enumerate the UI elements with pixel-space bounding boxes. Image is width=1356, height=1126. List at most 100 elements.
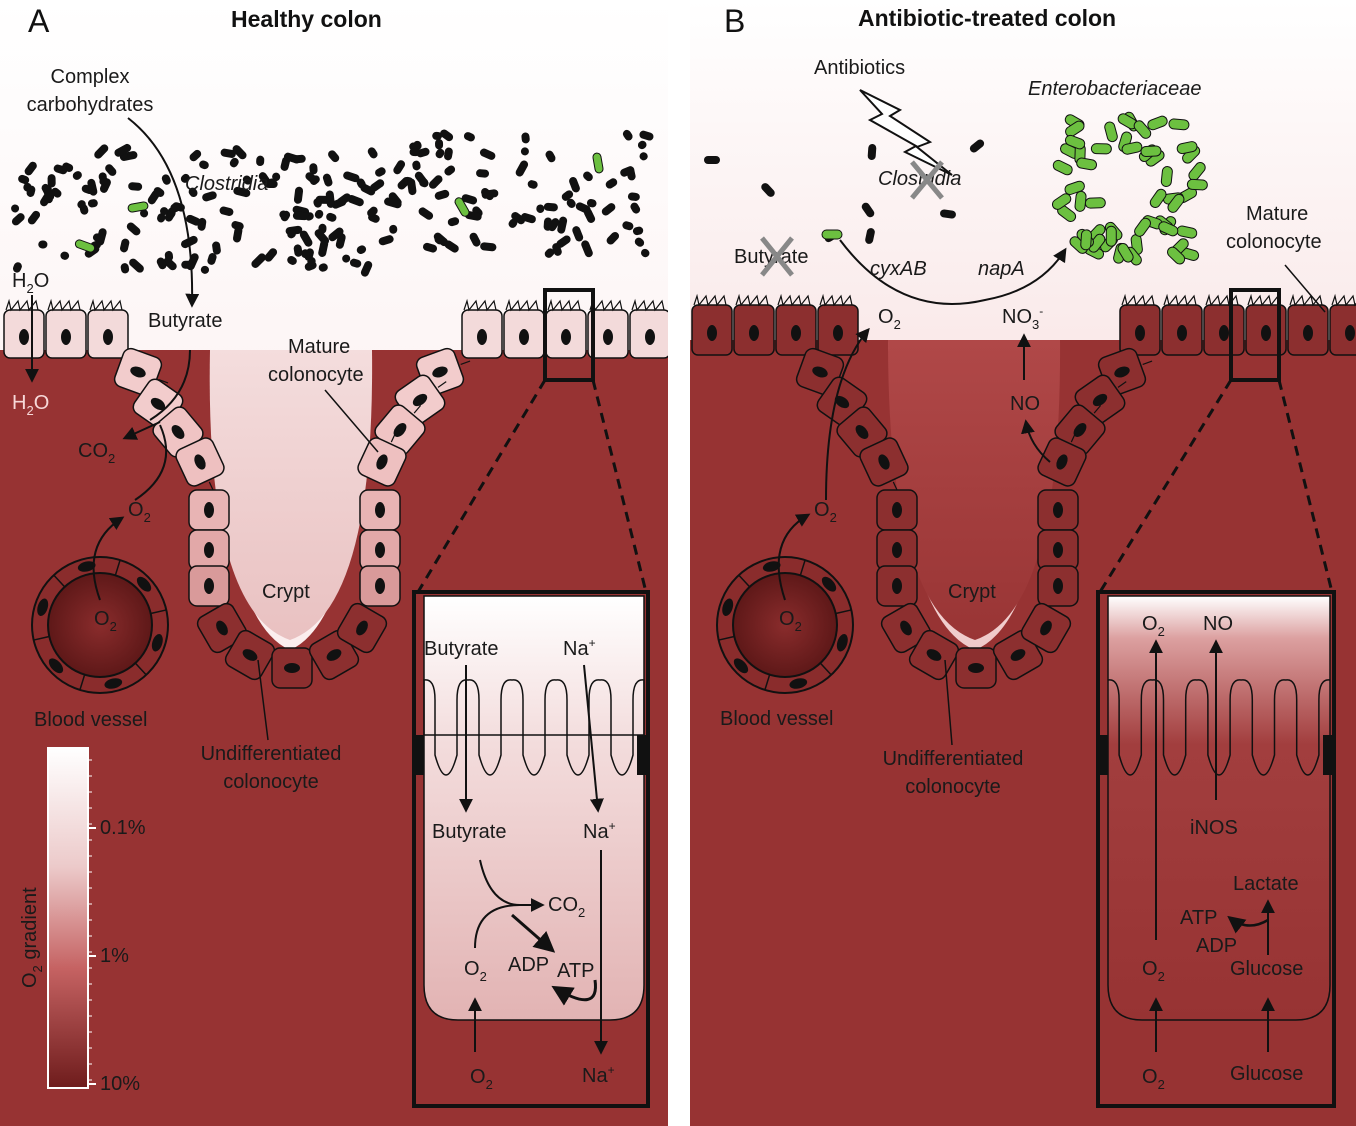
clostridia-bacterium: [18, 174, 30, 185]
clostridia-bacterium: [126, 222, 141, 236]
nucleus: [103, 329, 113, 345]
microvilli: [1070, 432, 1077, 443]
inset-b-inos: iNOS: [1190, 817, 1238, 839]
enterobacteria-bacterium: [1140, 145, 1162, 158]
clostridia-bacterium: [434, 235, 444, 245]
butyrate-cross-icon: [760, 236, 794, 277]
undiff-label-b-1: Undifferentiated: [883, 748, 1024, 770]
clostridia-bacterium: [267, 178, 276, 187]
clostridia-bacterium: [335, 233, 346, 249]
clostridia-bacterium: [197, 217, 207, 231]
napa-label: napA: [978, 258, 1025, 280]
clostridia-bacterium: [60, 251, 70, 260]
undiff-label-a-1: Undifferentiated: [201, 743, 342, 765]
clostridia-bacterium: [761, 183, 775, 197]
mature-pointer-a: [324, 389, 379, 453]
endothelial-junction: [150, 609, 167, 615]
clostridia-bacterium: [219, 206, 234, 216]
clostridia-bacterium: [189, 149, 202, 162]
mature-label-b-1: Mature: [1246, 203, 1308, 225]
nucleus: [603, 329, 613, 345]
inset-b: O2 NO iNOS Lactate ATP ADP O2 Glucose O2…: [1096, 590, 1336, 1108]
enterobacteria-bacterium: [1064, 180, 1085, 195]
enterobacteria-bacterium: [1076, 157, 1098, 171]
nucleus: [130, 366, 146, 378]
clostridia-bacterium: [161, 174, 171, 185]
clostridia-bacterium: [299, 230, 313, 247]
endothelial-junction: [718, 635, 735, 641]
clostridia-bacterium: [375, 167, 386, 177]
bacteria-a: [11, 129, 654, 277]
enterobacteria-bacterium: [74, 239, 96, 253]
nucleus: [1092, 393, 1108, 407]
endothelial-nucleus: [77, 561, 96, 572]
legend-tick-label-0: 0.1%: [100, 817, 146, 839]
panel-a-letter: A: [28, 3, 50, 39]
endothelial-nucleus: [836, 634, 848, 652]
zoom-line-a-right: [591, 379, 648, 593]
clostridia-bacterium: [153, 187, 165, 197]
endothelial-junction: [134, 662, 147, 676]
microvilli: [413, 405, 422, 414]
epithelium-a: [3, 298, 668, 689]
clostridia-bacterium: [156, 257, 167, 270]
lightning-icon: [859, 89, 953, 176]
clostridia-bacterium: [556, 235, 571, 248]
enterobacteria-bacterium: [1121, 141, 1143, 155]
nucleus: [1135, 325, 1145, 341]
inset-a-butyrate-top: Butyrate: [424, 638, 498, 660]
microvilli: [437, 381, 447, 388]
nucleus: [1345, 325, 1355, 341]
inset-a-atp: ATP: [557, 960, 594, 982]
clostridia-bacterium: [548, 218, 560, 232]
inset-a-co2: CO2: [548, 894, 585, 920]
inset-a-adp-arrow: [511, 913, 556, 953]
clostridia-bacterium: [99, 178, 111, 193]
carbs-arrow: [127, 117, 200, 308]
inset-a-adp: ADP: [508, 954, 549, 976]
clostridia-bacterium: [569, 177, 580, 193]
mature-label-a-2: colonocyte: [268, 364, 364, 386]
no-out-arrow: [1021, 419, 1051, 463]
nucleus: [791, 325, 801, 341]
clostridia-bacterium: [202, 191, 217, 202]
clostridia-bacterium: [342, 254, 351, 263]
legend-title: O2 gradient: [19, 887, 45, 988]
clostridia-bacterium: [511, 212, 526, 225]
inset-b-no-top: NO: [1203, 613, 1233, 635]
clostridia-bacterium: [521, 132, 530, 144]
no-label-b: NO: [1010, 393, 1040, 415]
clostridia-bacterium: [233, 226, 243, 243]
endothelial-junction: [33, 635, 50, 641]
clostridia-bacterium: [432, 131, 443, 140]
blood-vessel-label-b: Blood vessel: [720, 708, 833, 730]
clostridia-bacterium: [11, 204, 20, 213]
clostridia-bacterium: [318, 263, 328, 272]
clostridia-bacterium: [543, 202, 558, 212]
clostridia-bacterium: [279, 210, 289, 220]
enterobacteria-bacterium: [1105, 225, 1117, 247]
clostridia-bacterium: [99, 176, 109, 186]
o2-gradient-legend: 0.1% 1% 10% O2 gradient: [19, 747, 146, 1095]
microvilli: [1247, 293, 1281, 307]
o2-low-label-b: O2: [814, 499, 837, 525]
endothelial-junction: [819, 662, 832, 676]
enterobacteria-bacterium: [1104, 121, 1118, 143]
microvilli: [460, 360, 471, 366]
clostridia-bacterium: [114, 143, 132, 157]
clostridia-bacterium: [444, 165, 456, 176]
nucleus: [878, 454, 890, 470]
nucleus: [855, 425, 869, 439]
inset-a: Butyrate Na+ Butyrate Na+ CO2 O2 ADP ATP…: [412, 590, 650, 1108]
clostridia-bacterium: [704, 156, 720, 164]
o2-path-a: [134, 424, 168, 501]
clostridia-bacterium: [293, 244, 303, 257]
microvilli: [47, 298, 81, 312]
nucleus: [749, 325, 759, 341]
undiff-label-b-2: colonocyte: [905, 776, 1001, 798]
microvilli: [390, 432, 397, 443]
microvilli: [505, 298, 539, 312]
clostridia-bacterium: [601, 203, 616, 216]
enterobacteria-bacterium: [1117, 242, 1134, 263]
clostridia-bacterium: [389, 224, 398, 234]
